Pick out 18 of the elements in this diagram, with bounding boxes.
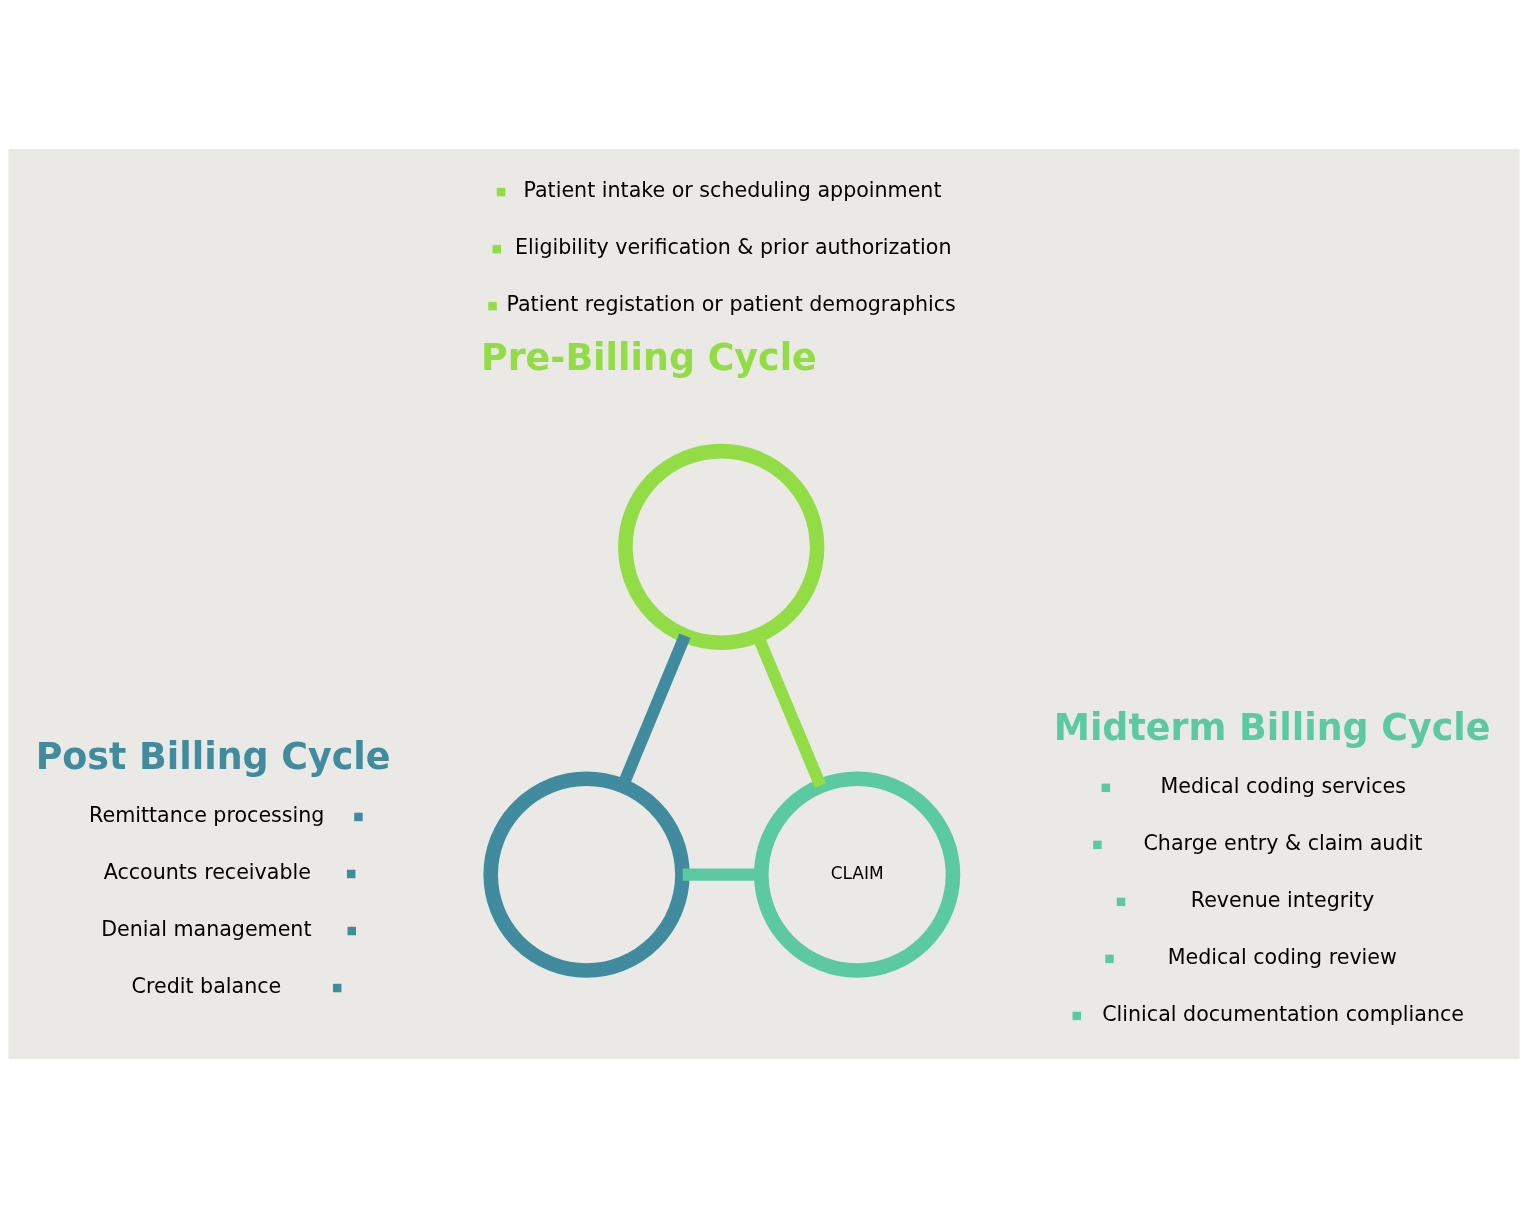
- node-circle: [483, 771, 690, 978]
- label: Pre-Billing Cycle: [480, 335, 817, 379]
- label: Charge entry & claim audit: [1143, 830, 1423, 855]
- label: Patient registation or patient demographics: [506, 292, 956, 317]
- node-circle: CLAIM: [754, 771, 961, 978]
- label: Medical coding review: [1167, 944, 1397, 969]
- label: Accounts receivable: [103, 859, 311, 884]
- label: Eligibility verification & prior authorization: [514, 235, 952, 260]
- label: Post Billing Cycle: [35, 735, 391, 779]
- label: Credit balance: [131, 973, 282, 998]
- node-circle: [618, 443, 825, 651]
- label: Denial management: [101, 916, 312, 941]
- label: Clinical documentation compliance: [1102, 1001, 1464, 1026]
- label: Remittance processing: [89, 802, 325, 827]
- label: Patient intake or scheduling appoinment: [523, 178, 942, 203]
- label: Medical coding services: [1160, 773, 1406, 798]
- label: Revenue integrity: [1190, 887, 1375, 912]
- label: Midterm Billing Cycle: [1053, 705, 1491, 749]
